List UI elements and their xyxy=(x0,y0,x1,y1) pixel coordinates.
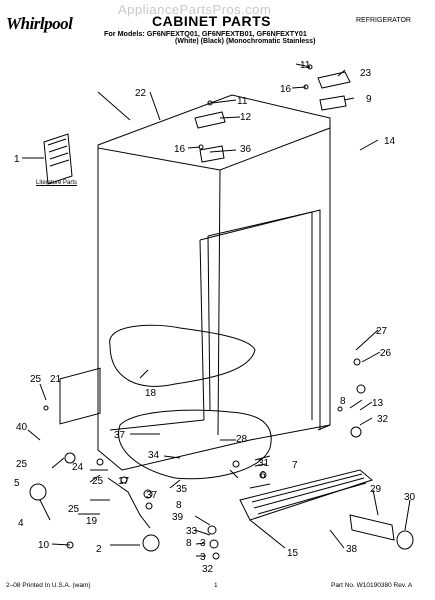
callout-21: 21 xyxy=(50,374,62,385)
callout-32-right: 32 xyxy=(377,414,389,425)
callout-17: 17 xyxy=(118,476,130,487)
models-line: For Models: GF6NFEXTQ01, GF6NFEXTB01, GF… xyxy=(104,29,307,38)
detail-bubble-28 xyxy=(118,409,272,480)
callout-1: 1 xyxy=(14,154,20,165)
callout-4: 4 xyxy=(18,518,24,529)
callout-30: 30 xyxy=(404,492,416,503)
callout-25-mid: 25 xyxy=(16,459,28,470)
watermark: AppliancePartsPros.com xyxy=(118,2,272,17)
callout-11-top: 11 xyxy=(300,60,311,71)
callout-33: 8 xyxy=(176,500,182,511)
callout-33b: 33 xyxy=(186,526,198,537)
callout-7: 7 xyxy=(292,460,298,471)
callout-29: 29 xyxy=(370,484,382,495)
callout-40: 40 xyxy=(16,422,28,433)
callout-37: 37 xyxy=(114,430,126,441)
callout-25-left: 25 xyxy=(30,374,42,385)
callout-35: 35 xyxy=(176,484,188,495)
callout-28: 28 xyxy=(236,434,248,445)
callout-25-low: 25 xyxy=(92,476,104,487)
callout-22: 22 xyxy=(135,88,147,99)
top-hinge-12 xyxy=(194,111,226,129)
callout-31: 31 xyxy=(258,458,270,469)
callout-39: 39 xyxy=(172,512,184,523)
callout-19: 19 xyxy=(86,516,98,527)
callout-14: 14 xyxy=(384,136,396,147)
footer-page-number: 1 xyxy=(214,582,218,589)
callout-13: 13 xyxy=(372,398,384,409)
cabinet-top xyxy=(97,94,331,171)
callout-36: 36 xyxy=(240,144,252,155)
footer-part-number: Part No. W10190380 Rev. A xyxy=(331,582,413,589)
callout-15: 15 xyxy=(287,548,299,559)
callout-34: 34 xyxy=(148,450,160,461)
callout-32-low: 32 xyxy=(202,564,214,575)
callout-37b: 37 xyxy=(146,490,158,501)
callout-25-bottom: 25 xyxy=(68,504,80,515)
hinge-bracket-36 xyxy=(199,145,225,163)
cabinet-bottom xyxy=(109,419,331,471)
callout-3: 3 xyxy=(200,538,206,549)
literature-parts-label: Literature Parts xyxy=(36,180,78,186)
literature-booklet xyxy=(43,133,73,185)
callout-10: 10 xyxy=(38,540,50,551)
water-line-part xyxy=(107,477,151,529)
variants-line: (White) (Black) (Monochromatic Stainless… xyxy=(175,38,316,45)
page-title: CABINET PARTS xyxy=(152,13,272,29)
rear-vent-grille xyxy=(59,367,101,425)
brand-logo: Whirlpool xyxy=(6,14,73,33)
callout-12: 12 xyxy=(240,112,252,123)
cabinet-left-side xyxy=(97,148,123,471)
callout-8-low: 8 xyxy=(186,538,192,549)
top-hinge-23 xyxy=(317,71,351,89)
base-grille xyxy=(239,469,374,521)
callout-16: 16 xyxy=(174,144,186,155)
hinge-bracket-9 xyxy=(319,95,347,111)
callout-8-right: 8 xyxy=(340,396,346,407)
roller-assembly xyxy=(349,514,395,541)
callout-3b: 3 xyxy=(200,552,206,563)
cabinet-inner-opening xyxy=(207,211,313,420)
cabinet-front-frame xyxy=(199,169,321,436)
detail-bubble-18 xyxy=(109,324,256,387)
footer-print-info: 2–08 Printed In U.S.A. (wam) xyxy=(6,582,91,589)
callout-6: 6 xyxy=(260,470,266,481)
callout-23: 23 xyxy=(360,68,372,79)
callout-labels: 1 22 11 23 16 9 11 12 16 36 14 18 27 26 … xyxy=(14,60,416,575)
callout-9: 9 xyxy=(366,94,372,105)
callout-16-top: 16 xyxy=(280,84,292,95)
callout-26: 26 xyxy=(380,348,392,359)
callout-2: 2 xyxy=(96,544,102,555)
callout-27: 27 xyxy=(376,326,388,337)
callout-38: 38 xyxy=(346,544,358,555)
callout-18: 18 xyxy=(145,388,157,399)
category-label: REFRIGERATOR xyxy=(356,17,411,24)
callout-24: 24 xyxy=(72,462,84,473)
callout-11: 11 xyxy=(237,96,248,107)
callout-5: 5 xyxy=(14,478,20,489)
